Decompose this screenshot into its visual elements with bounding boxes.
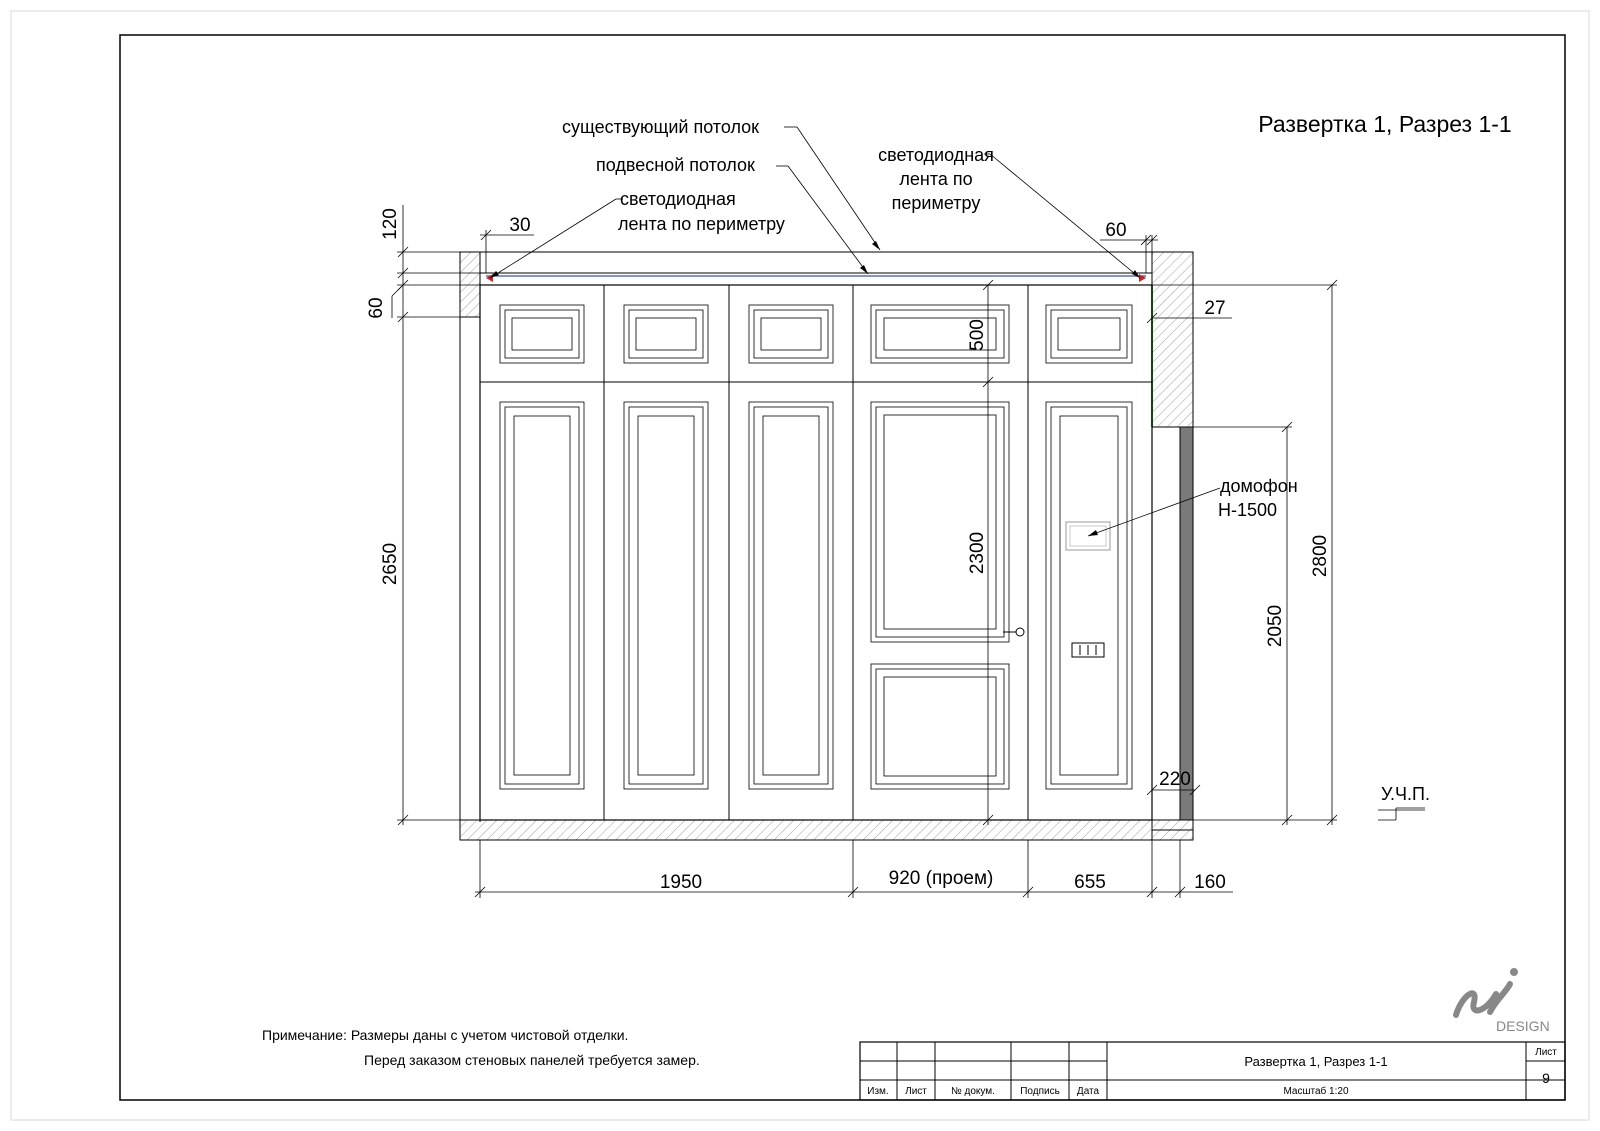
label-intercom-2: Н-1500 bbox=[1218, 500, 1277, 520]
leader-lines bbox=[489, 126, 1221, 537]
dimension-lines bbox=[391, 205, 1425, 898]
dim-30: 30 bbox=[509, 215, 530, 236]
door-lower-molding bbox=[870, 663, 1010, 790]
dimension-values: 120 60 2650 30 60 27 500 2300 2800 2050 … bbox=[366, 208, 1331, 893]
annotation-labels: существующий потолок подвесной потолок с… bbox=[562, 117, 1430, 804]
dim-60-left: 60 bbox=[366, 297, 387, 318]
dim-220: 220 bbox=[1159, 769, 1191, 790]
title-block: Изм. Лист № докум. Подпись Дата Развертк… bbox=[859, 1041, 1566, 1101]
led-strip-left-marker bbox=[486, 274, 493, 282]
label-led-left-1: светодиодная bbox=[620, 189, 736, 209]
label-led-right-3: периметру bbox=[892, 193, 981, 213]
dim-2800: 2800 bbox=[1310, 535, 1331, 577]
panel-wall-outline bbox=[479, 284, 1153, 821]
dim-27: 27 bbox=[1204, 298, 1225, 319]
upper-molding-1 bbox=[499, 304, 585, 364]
label-suspended-ceiling: подвесной потолок bbox=[596, 155, 755, 175]
tb-col-list: Лист bbox=[905, 1086, 927, 1097]
tb-col-izm: Изм. bbox=[867, 1086, 888, 1097]
tb-col-date: Дата bbox=[1077, 1086, 1100, 1097]
floor-section bbox=[459, 819, 1194, 841]
left-wall-section bbox=[459, 251, 481, 318]
wall-panels bbox=[479, 284, 1153, 821]
upper-molding-2 bbox=[623, 304, 709, 364]
studio-logo: DESIGN bbox=[1453, 968, 1550, 1034]
upper-molding-4 bbox=[870, 304, 1010, 364]
suspended-ceiling bbox=[479, 272, 1153, 286]
label-led-left-2: лента по периметру bbox=[618, 214, 785, 234]
dim-500: 500 bbox=[967, 319, 988, 351]
lower-molding-1 bbox=[499, 401, 585, 790]
dim-655: 655 bbox=[1074, 872, 1106, 893]
door-handle-icon bbox=[1003, 627, 1025, 637]
entrance-door-frame bbox=[1179, 426, 1194, 821]
dim-920: 920 (проем) bbox=[889, 868, 994, 889]
label-floor-level: У.Ч.П. bbox=[1381, 784, 1430, 804]
lower-molding-2 bbox=[623, 401, 709, 790]
led-strip-right-marker bbox=[1139, 274, 1146, 282]
upper-molding-3 bbox=[748, 304, 834, 364]
tb-col-doc: № докум. bbox=[951, 1086, 995, 1097]
upper-molding-5 bbox=[1045, 304, 1133, 364]
dim-120: 120 bbox=[380, 208, 401, 240]
door-upper-molding bbox=[870, 401, 1010, 643]
note-line-2: Перед заказом стеновых панелей требуется… bbox=[364, 1052, 700, 1068]
tb-sheet-title: Развертка 1, Разрез 1-1 bbox=[1244, 1054, 1387, 1069]
right-wall-upper-section bbox=[1151, 251, 1194, 428]
dim-2050: 2050 bbox=[1265, 605, 1286, 647]
dim-60-top: 60 bbox=[1105, 220, 1126, 241]
drawing-title: Развертка 1, Разрез 1-1 bbox=[1258, 111, 1511, 137]
drawing-frame bbox=[119, 34, 1566, 1101]
label-led-right-2: лента по bbox=[899, 169, 972, 189]
tb-col-sign: Подпись bbox=[1020, 1086, 1060, 1097]
tb-scale: Масштаб 1:20 bbox=[1283, 1085, 1348, 1097]
tb-sheet-number: 9 bbox=[1542, 1070, 1550, 1086]
tb-sheet-label: Лист bbox=[1535, 1047, 1557, 1058]
label-existing-ceiling: существующий потолок bbox=[562, 117, 759, 137]
lower-molding-3 bbox=[748, 401, 834, 790]
logo-text: DESIGN bbox=[1496, 1018, 1550, 1034]
note-line-1: Примечание: Размеры даны с учетом чистов… bbox=[262, 1027, 628, 1043]
label-intercom-1: домофон bbox=[1220, 476, 1298, 496]
label-led-right-1: светодиодная bbox=[878, 145, 994, 165]
lower-molding-5 bbox=[1045, 401, 1133, 790]
page-outer-edge bbox=[10, 10, 1590, 1121]
dim-1950: 1950 bbox=[660, 872, 702, 893]
light-switch-icon bbox=[1071, 642, 1105, 658]
dim-2650: 2650 bbox=[380, 543, 401, 585]
dim-160: 160 bbox=[1194, 872, 1226, 893]
dim-2300: 2300 bbox=[967, 532, 988, 574]
